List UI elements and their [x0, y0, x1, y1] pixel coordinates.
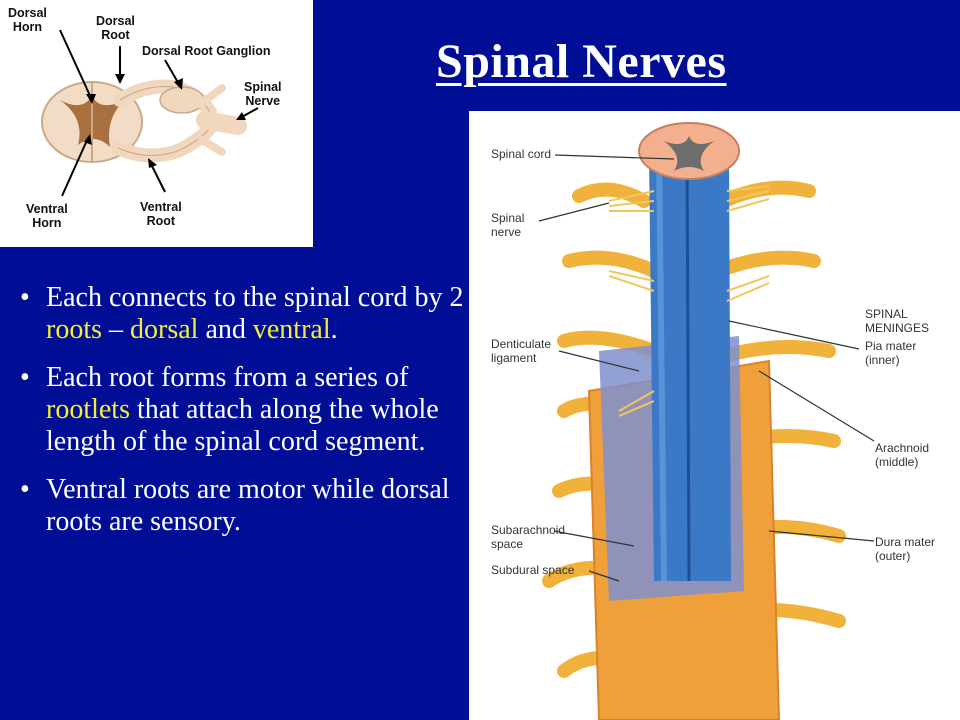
label-line: (outer) — [875, 549, 911, 563]
bullet-text: Ventral roots are motor while dorsal roo… — [46, 474, 450, 537]
cross-section-drawing — [41, 29, 259, 197]
highlight-roots: roots — [46, 314, 102, 345]
label-line: ligament — [491, 351, 537, 365]
bullet-text: that attach along the whole length of th… — [46, 394, 439, 457]
label-line: Horn — [32, 216, 62, 230]
label-line: Pia mater — [865, 339, 917, 353]
bullet-item: Each root forms from a series of rootlet… — [16, 362, 466, 458]
label-dura-mater: Dura mater (outer) — [875, 535, 935, 563]
label-line: Arachnoid — [875, 441, 930, 455]
label-line: Denticulate — [491, 337, 552, 351]
slide-title: Spinal Nerves — [436, 35, 727, 88]
label-line: SPINAL — [865, 307, 908, 321]
label-denticulate-ligament: Denticulate ligament — [491, 337, 551, 365]
label-line: (middle) — [875, 455, 919, 469]
label-line: Horn — [12, 20, 43, 34]
bullet-text: and — [198, 314, 253, 345]
label-line: Ventral — [26, 202, 68, 216]
bullet-item: Each connects to the spinal cord by 2 ro… — [16, 282, 466, 346]
label-arachnoid: Arachnoid (middle) — [875, 441, 929, 469]
label-spinal-meninges: SPINAL MENINGES — [865, 307, 929, 335]
bullet-text: Each root forms from a series of — [46, 362, 409, 393]
label-line: Root — [101, 28, 130, 42]
bullet-text: Each connects to the spinal cord by 2 — [46, 282, 464, 313]
label-ventral-horn: Ventral Horn — [26, 202, 68, 230]
label-line: Ventral — [140, 200, 182, 214]
label-line: Spinal — [491, 211, 525, 225]
bullet-item: Ventral roots are motor while dorsal roo… — [16, 474, 466, 538]
bullet-text: – — [102, 314, 130, 345]
highlight-ventral: ventral — [252, 314, 331, 345]
label-line: space — [491, 537, 524, 551]
label-spinal-nerve-inset: Spinal Nerve — [244, 80, 282, 108]
label-line: Subarachnoid — [491, 523, 566, 537]
label-subarachnoid-space: Subarachnoid space — [491, 523, 565, 551]
label-line: Dura mater — [875, 535, 936, 549]
bullet-list: Each connects to the spinal cord by 2 ro… — [16, 282, 466, 554]
spinal-meninges-figure: Spinal cord Spinal nerve SPINAL MENINGES… — [469, 111, 960, 720]
spinal-cord-drawing — [538, 122, 875, 720]
highlight-dorsal: dorsal — [130, 314, 199, 345]
bullet-text: . — [330, 314, 338, 345]
label-ventral-root: Ventral Root — [140, 200, 182, 228]
label-line: Spinal — [244, 80, 282, 94]
label-line: MENINGES — [865, 321, 930, 335]
label-line: (inner) — [865, 353, 900, 367]
label-line: Dorsal — [8, 6, 47, 20]
label-line: Nerve — [245, 94, 281, 108]
label-pia-mater: Pia mater (inner) — [865, 339, 916, 367]
label-spinal-nerve: Spinal nerve — [491, 211, 524, 239]
highlight-rootlets: rootlets — [46, 394, 130, 425]
label-dorsal-root-ganglion: Dorsal Root Ganglion — [142, 44, 271, 58]
label-dorsal-horn: Dorsal Horn — [8, 6, 47, 34]
cross-section-diagram: Dorsal Horn Dorsal Root Dorsal Root Gang… — [0, 0, 313, 247]
label-line: Dorsal — [96, 14, 135, 28]
label-dorsal-root: Dorsal Root — [96, 14, 135, 42]
label-line: nerve — [491, 225, 522, 239]
label-spinal-cord: Spinal cord — [491, 147, 552, 161]
label-subdural-space: Subdural space — [491, 563, 575, 577]
label-line: Root — [146, 214, 176, 228]
